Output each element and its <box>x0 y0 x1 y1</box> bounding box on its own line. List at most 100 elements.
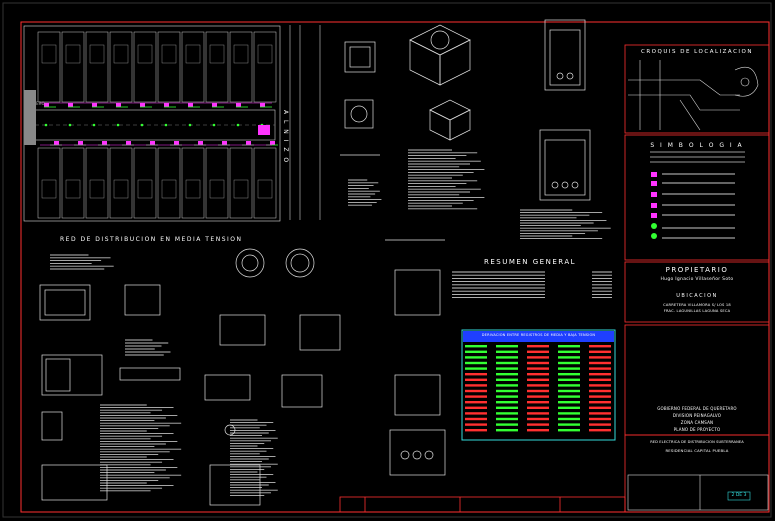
table-cell <box>558 429 580 432</box>
resumen-title: RESUMEN GENERAL <box>483 258 577 266</box>
table-cell <box>465 395 487 398</box>
lot-top <box>61 31 85 103</box>
registro-mt-marker <box>246 141 251 145</box>
gobierno-4: PLANO DE PROYECTO <box>673 427 721 432</box>
table-cell <box>496 356 518 359</box>
propietario-title: PROPIETARIO <box>665 266 729 274</box>
lot-top <box>205 31 229 103</box>
bottom-strip <box>339 496 626 513</box>
table-cell <box>496 429 518 432</box>
table-cell <box>558 367 580 370</box>
table-cell <box>465 384 487 387</box>
registro-mt-marker <box>102 141 107 145</box>
node-dot <box>116 123 120 127</box>
table-cell <box>527 373 549 376</box>
lot-bottom-inner <box>41 179 57 199</box>
lot-top-inner <box>161 44 177 64</box>
lot-top-inner <box>185 44 201 64</box>
ubicacion-title: UBICACION <box>676 293 718 299</box>
table-cell <box>465 361 487 365</box>
registro-mt-marker <box>116 103 121 107</box>
lot-top <box>253 31 277 103</box>
table-cell <box>589 384 611 387</box>
table-cell <box>465 378 487 381</box>
table-cell <box>558 412 580 415</box>
table-cell <box>465 412 487 415</box>
lot-top-inner <box>257 44 273 64</box>
table-cell <box>527 356 549 359</box>
registro-mt-marker <box>270 141 275 145</box>
table-cell <box>465 429 487 432</box>
table-cell <box>589 429 611 432</box>
registro-mt-marker <box>68 103 73 107</box>
lot-bottom-inner <box>113 179 129 199</box>
table-cell <box>496 378 518 381</box>
table-cell <box>527 417 549 421</box>
table-cell <box>527 345 549 348</box>
table-cell <box>496 412 518 415</box>
registro-mt-marker <box>198 141 203 145</box>
registro-mt-marker <box>222 141 227 145</box>
registro-mt-marker <box>174 141 179 145</box>
node-dot <box>164 123 168 127</box>
lot-top-inner <box>89 44 105 64</box>
lot-top-inner <box>113 44 129 64</box>
symbol-legend <box>650 151 745 239</box>
node-dot <box>212 123 216 127</box>
table-cell <box>527 350 549 353</box>
table-title: DERIVACION ENTRE REGISTROS DE MEDIA Y BA… <box>481 333 596 337</box>
table-cell <box>496 395 518 398</box>
table-cell <box>589 350 611 353</box>
node-dot <box>140 123 144 127</box>
table-cell <box>558 350 580 353</box>
table-cell <box>496 367 518 370</box>
table-cell <box>558 373 580 376</box>
lot-top <box>157 31 181 103</box>
table-cell <box>465 389 487 393</box>
registro-mt-marker <box>126 141 131 145</box>
registro-mt-marker <box>54 141 59 145</box>
table-cell <box>589 373 611 376</box>
registro-mt-marker <box>150 141 155 145</box>
node-dot <box>68 123 72 127</box>
lot-top-inner <box>209 44 225 64</box>
registro-mt-marker <box>236 103 241 107</box>
table-cell <box>558 423 580 426</box>
location-sketch <box>628 60 759 131</box>
gobierno-1: GOBIERNO FEDERAL DE QUERETARO <box>657 406 737 411</box>
street-label: A L N I Z O <box>282 110 289 165</box>
table-cell <box>496 401 518 404</box>
derivation-table <box>461 329 616 441</box>
gobierno-3: ZONA CAMSAN <box>680 420 714 425</box>
table-cell <box>558 395 580 398</box>
registro-mt-marker <box>78 141 83 145</box>
table-cell <box>496 423 518 426</box>
table-cell <box>527 389 549 393</box>
lot-bottom <box>85 147 109 219</box>
ubicacion-text-2: FRAC. LAGUNILLAS LAGUNA SECA <box>663 309 731 313</box>
simbologia-title: S I M B O L O G I A <box>650 142 744 149</box>
table-cell <box>496 406 518 409</box>
table-cell <box>465 356 487 359</box>
lot-bottom <box>37 147 61 219</box>
table-cell <box>527 361 549 365</box>
node-dot <box>188 123 192 127</box>
table-cell <box>496 350 518 353</box>
table-cell <box>465 406 487 409</box>
table-cell <box>558 389 580 393</box>
table-cell <box>527 384 549 387</box>
table-cell <box>589 423 611 426</box>
table-cell <box>558 356 580 359</box>
lot-top <box>133 31 157 103</box>
table-cell <box>496 384 518 387</box>
lot-top-inner <box>65 44 81 64</box>
lot-bottom <box>253 147 277 219</box>
table-cell <box>496 361 518 365</box>
table-cell <box>465 345 487 348</box>
lot-bottom <box>109 147 133 219</box>
plan-title: RED DE DISTRIBUCION EN MEDIA TENSION <box>60 236 243 243</box>
residencial: RESIDENCIAL CAPITAL PUEBLA <box>665 448 729 453</box>
table-cell <box>527 401 549 404</box>
